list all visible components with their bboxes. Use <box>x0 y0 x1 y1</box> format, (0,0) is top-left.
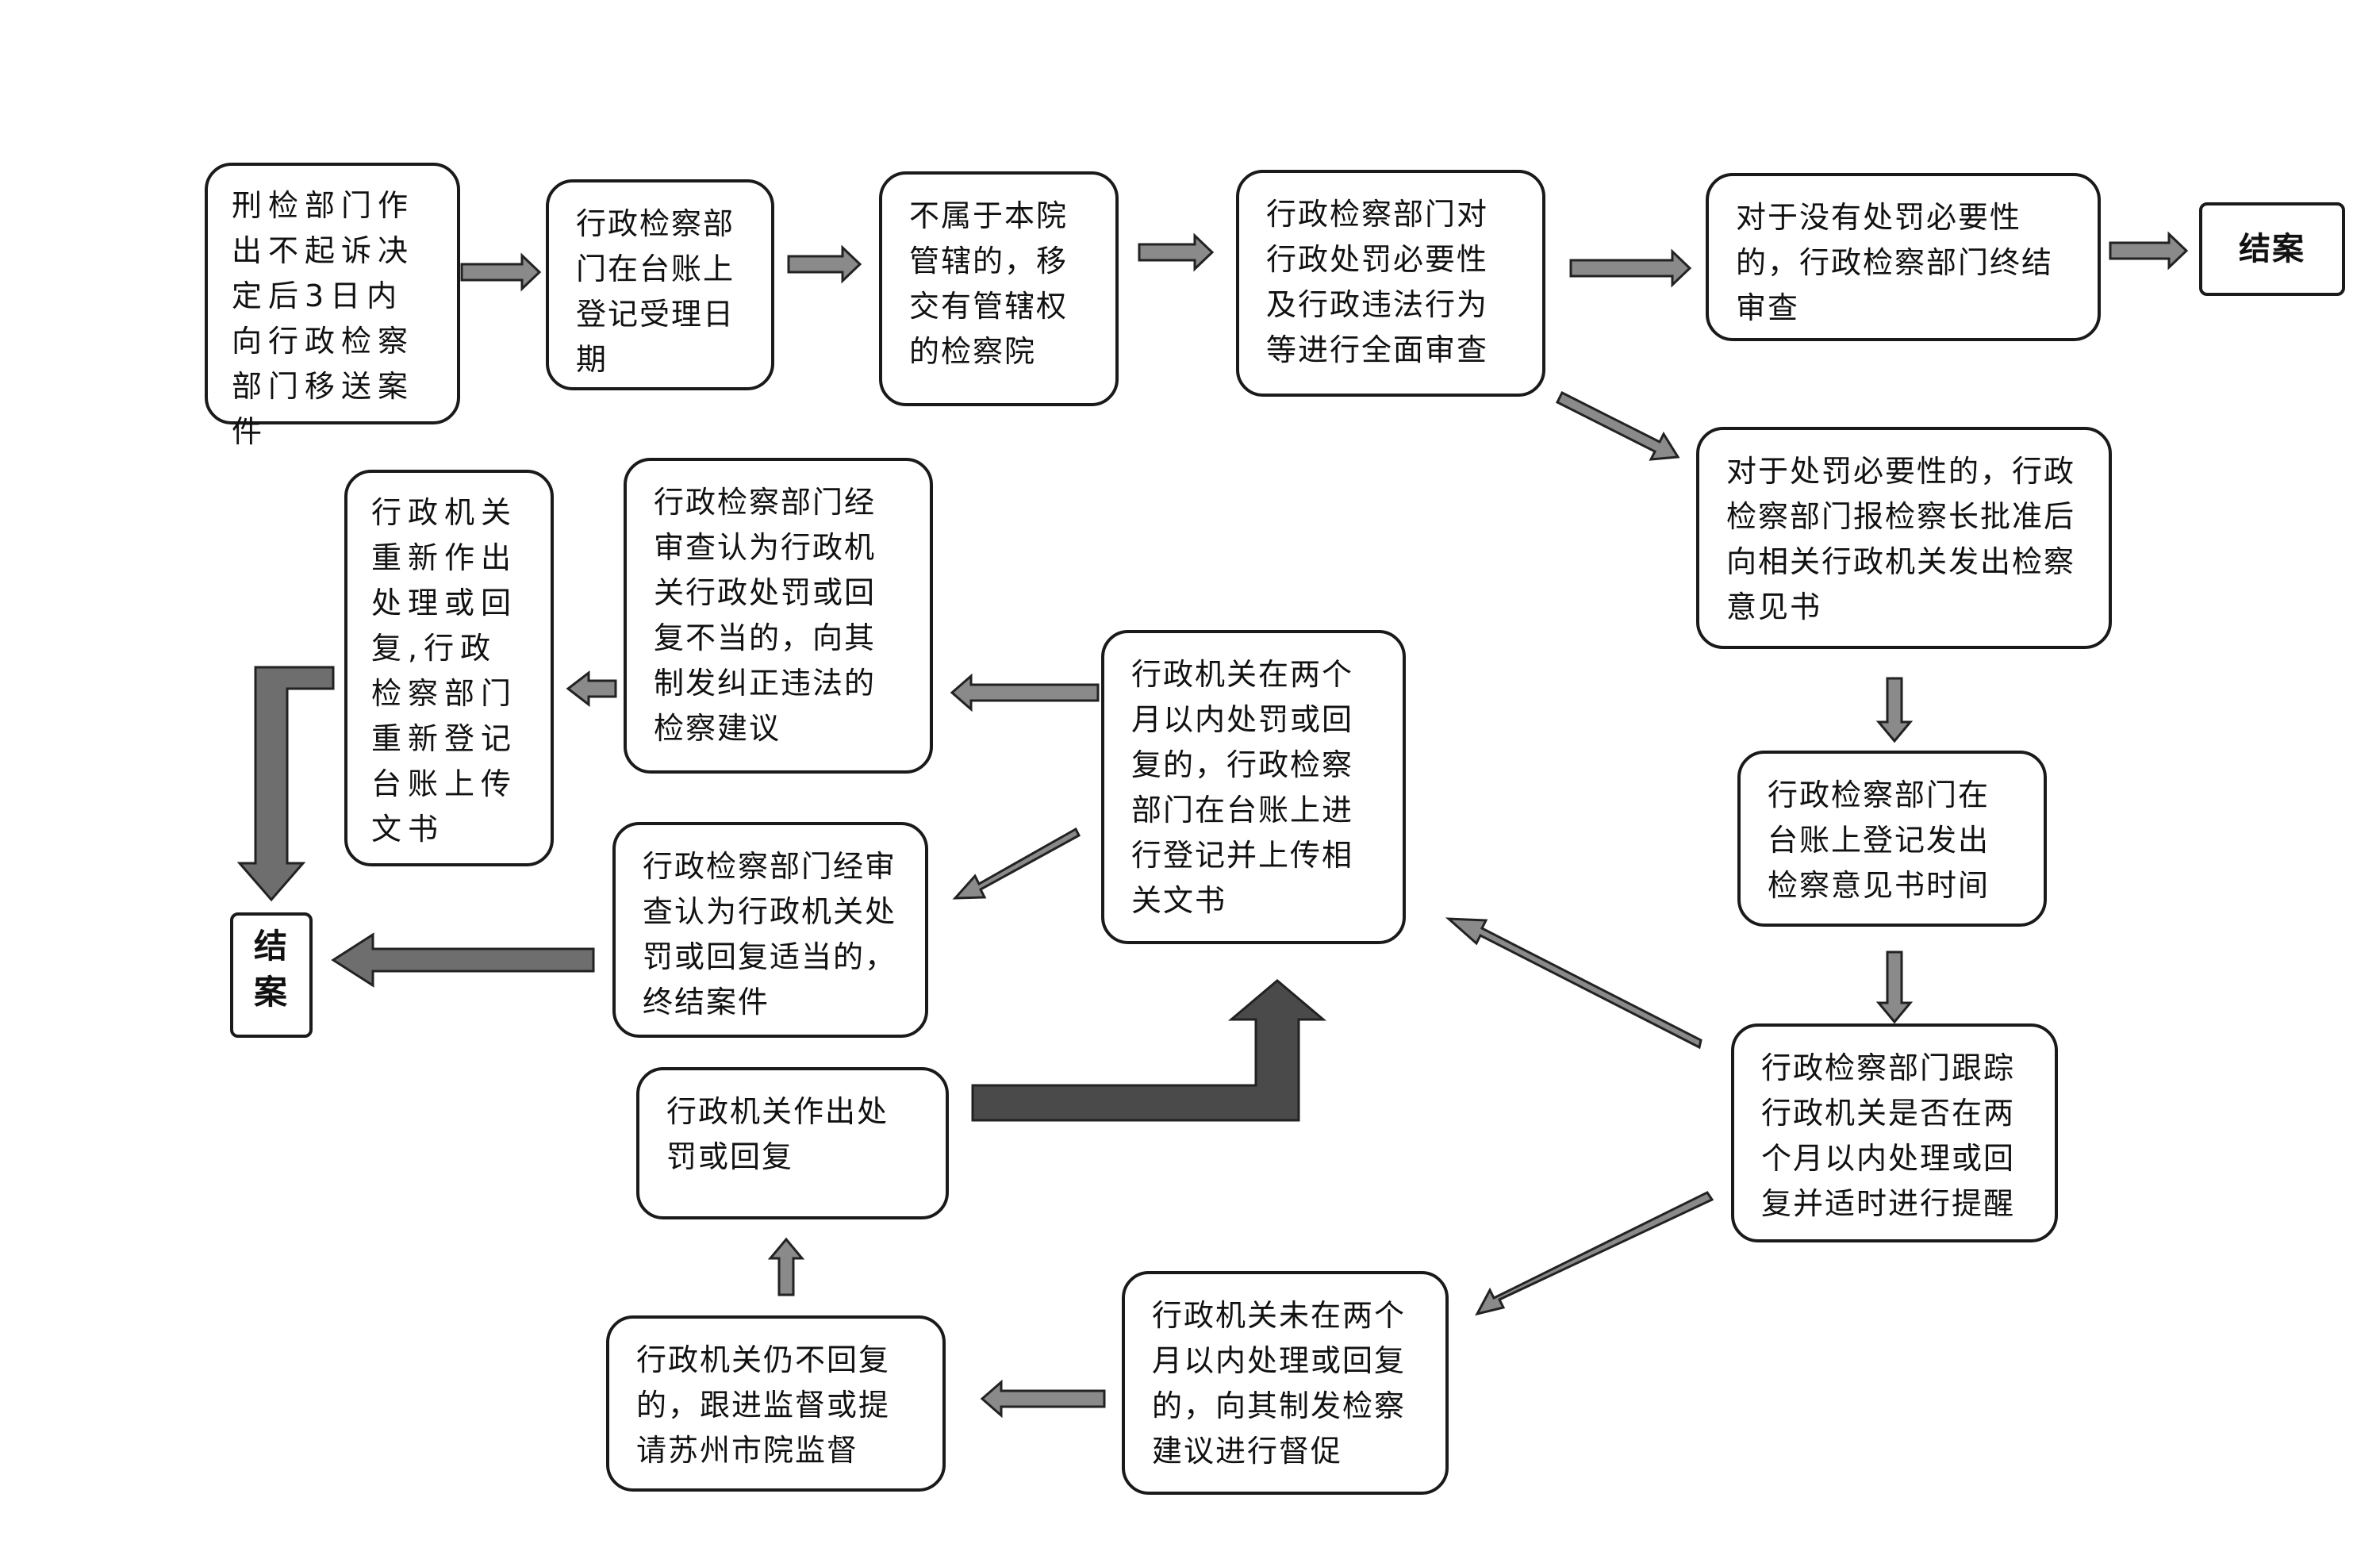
arrow-n3-to-n4 <box>1138 232 1215 272</box>
arrow-n8-to-n9 <box>1875 950 1914 1024</box>
arrow-n7-to-n8 <box>1875 677 1914 743</box>
node-n12-text: 行政机关重新作出处理或回复,行政检察部门重新登记台账上传文书 <box>371 495 518 847</box>
node-n16-text: 行政机关未在两个月以内处理或回复的，向其制发检察建议进行督促 <box>1152 1298 1407 1469</box>
arrow-n9-to-n16 <box>1475 1191 1714 1316</box>
arrow-n12-to-n13 <box>236 666 335 902</box>
node-n7-text: 对于处罚必要性的，行政检察部门报检察长批准后向相关行政机关发出检察意见书 <box>1726 454 2076 624</box>
node-n16-issue-supervision: 行政机关未在两个月以内处理或回复的，向其制发检察建议进行督促 <box>1122 1271 1449 1495</box>
node-n15-text: 行政机关作出处罚或回复 <box>666 1094 889 1174</box>
node-n11-text: 行政检察部门经审查认为行政机关行政处罚或回复不当的，向其制发纠正违法的检察建议 <box>654 485 877 746</box>
node-n10-penalty-within-two-months: 行政机关在两个月以内处罚或回复的，行政检察部门在台账上进行登记并上传相关文书 <box>1101 630 1406 944</box>
node-n4-text: 行政检察部门对行政处罚必要性及行政违法行为等进行全面审查 <box>1266 197 1489 367</box>
node-n1-text: 刑检部门作出不起诉决定后3日内向行政检察部门移送案件 <box>232 188 415 449</box>
arrow-n10-to-n11 <box>950 673 1100 712</box>
arrow-n5-to-n6 <box>2109 231 2189 271</box>
node-n1-transfer-case: 刑检部门作出不起诉决定后3日内向行政检察部门移送案件 <box>205 163 460 449</box>
node-n17-follow-up-supervision: 行政机关仍不回复的，跟进监督或提请苏州市院监督 <box>606 1315 946 1492</box>
node-n13-text: 结案 <box>254 927 290 1012</box>
node-n14-text: 行政检察部门经审查认为行政机关处罚或回复适当的，终结案件 <box>643 849 897 1020</box>
arrow-n11-to-n12 <box>566 670 617 708</box>
arrow-n10-to-n14 <box>952 827 1081 900</box>
arrow-n1-to-n2 <box>460 252 542 292</box>
node-n17-text: 行政机关仍不回复的，跟进监督或提请苏州市院监督 <box>636 1342 891 1468</box>
node-n2-register-date: 行政检察部门在台账上登记受理日期 <box>546 179 774 390</box>
arrow-n4-to-n5 <box>1569 248 1692 288</box>
node-n13-close-case: 结案 <box>230 912 313 1038</box>
node-n12-redo-and-register: 行政机关重新作出处理或回复,行政检察部门重新登记台账上传文书 <box>344 470 554 866</box>
node-n5-text: 对于没有处罚必要性的，行政检察部门终结审查 <box>1736 200 2054 325</box>
node-n3-text: 不属于本院管辖的，移交有管辖权的检察院 <box>909 198 1069 369</box>
arrow-n9-to-n10 <box>1445 917 1702 1050</box>
node-n4-full-review: 行政检察部门对行政处罚必要性及行政违法行为等进行全面审查 <box>1236 170 1545 397</box>
node-n8-register-opinion-time: 行政检察部门在台账上登记发出检察意见书时间 <box>1737 751 2047 927</box>
node-n6-text: 结案 <box>2239 230 2305 267</box>
arrow-n17-to-n15 <box>767 1237 805 1296</box>
node-n10-text: 行政机关在两个月以内处罚或回复的，行政检察部门在台账上进行登记并上传相关文书 <box>1131 657 1354 918</box>
node-n3-not-jurisdiction: 不属于本院管辖的，移交有管辖权的检察院 <box>879 171 1119 406</box>
node-n9-track-reminder: 行政检察部门跟踪行政机关是否在两个月以内处理或回复并适时进行提醒 <box>1731 1023 2058 1242</box>
node-n7-issue-opinion: 对于处罚必要性的，行政检察部门报检察长批准后向相关行政机关发出检察意见书 <box>1696 427 2112 649</box>
node-n2-text: 行政检察部门在台账上登记受理日期 <box>576 206 735 377</box>
node-n11-correction-suggestion: 行政检察部门经审查认为行政机关行政处罚或回复不当的，向其制发纠正违法的检察建议 <box>624 458 933 774</box>
arrow-n2-to-n3 <box>787 244 862 284</box>
arrow-n16-to-n17 <box>980 1379 1106 1419</box>
node-n9-text: 行政检察部门跟踪行政机关是否在两个月以内处理或回复并适时进行提醒 <box>1761 1050 2016 1221</box>
arrow-n15-to-n10 <box>971 979 1327 1122</box>
arrow-n14-to-n13 <box>331 932 595 988</box>
node-n5-no-penalty-end: 对于没有处罚必要性的，行政检察部门终结审查 <box>1706 173 2101 341</box>
arrow-n4-to-n7 <box>1555 390 1680 461</box>
node-n8-text: 行政检察部门在台账上登记发出检察意见书时间 <box>1768 778 1990 903</box>
node-n6-close-case: 结案 <box>2199 202 2345 296</box>
node-n15-penalty-or-reply: 行政机关作出处罚或回复 <box>636 1067 949 1219</box>
node-n14-appropriate-end: 行政检察部门经审查认为行政机关处罚或回复适当的，终结案件 <box>612 822 928 1038</box>
